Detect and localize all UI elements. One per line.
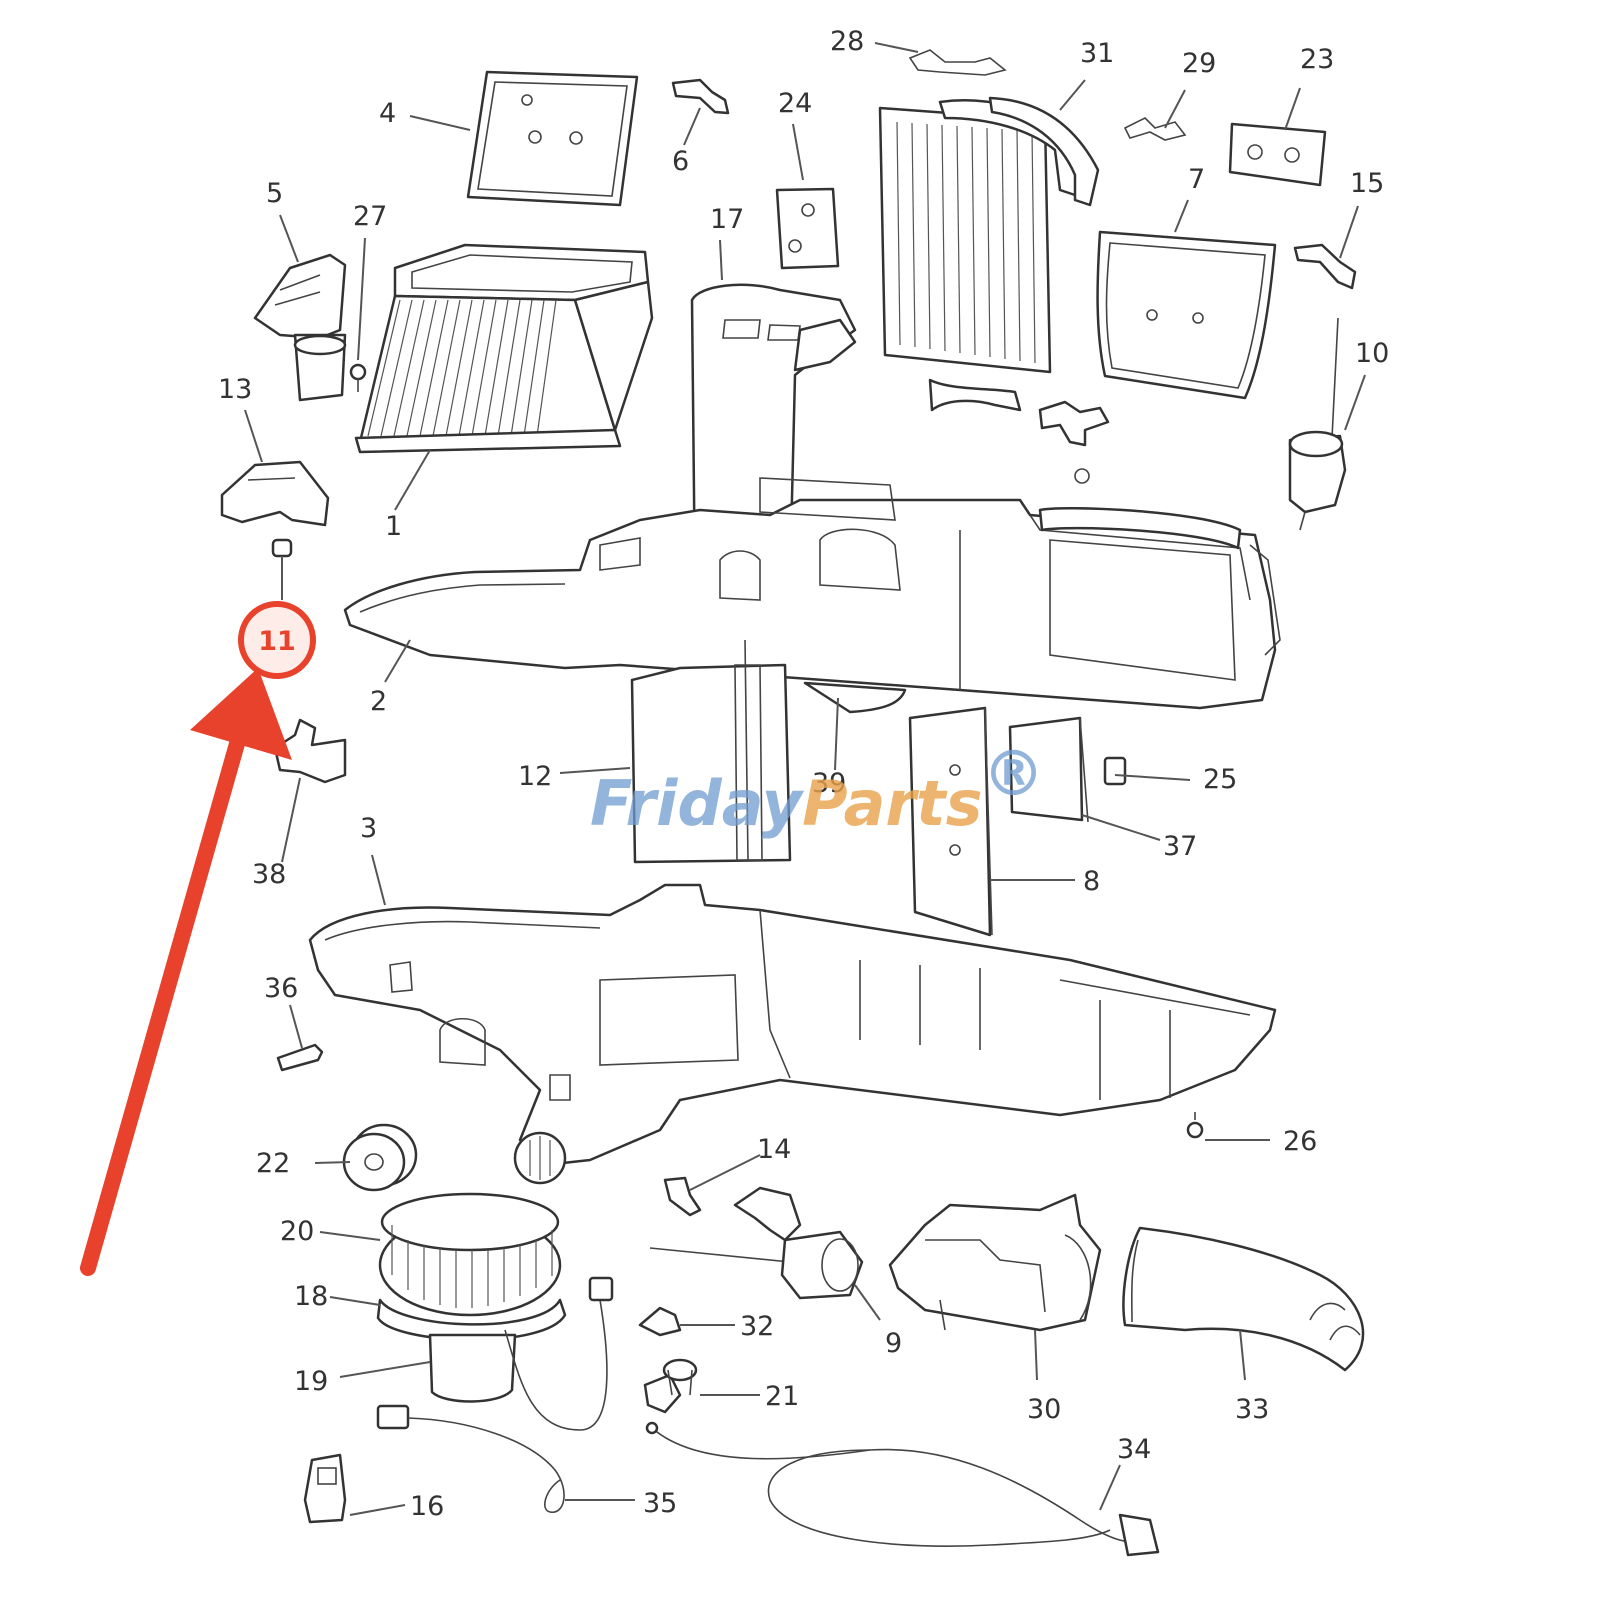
- callout-19: 19: [294, 1366, 328, 1397]
- callout-31: 31: [1080, 38, 1114, 69]
- callout-15: 15: [1350, 168, 1384, 199]
- callout-11: 11: [258, 626, 296, 657]
- part-2-upper-housing: [343, 477, 1281, 710]
- watermark-mark: ®: [983, 737, 1045, 810]
- callout-27: 27: [353, 201, 387, 232]
- callout-labels: 4 6 24 17 28 31 29 23 7 15 10 5 27 13 1 …: [218, 26, 1389, 1522]
- highlight-circle: [238, 601, 316, 679]
- callout-33: 33: [1235, 1394, 1269, 1425]
- part-31-heater-core: [878, 96, 1100, 412]
- part-16-switch: [303, 1453, 347, 1524]
- highlight-annotation: 11: [80, 601, 316, 1276]
- callout-24: 24: [778, 88, 812, 119]
- callout-21: 21: [765, 1381, 799, 1412]
- svg-text:FridayParts®: FridayParts®: [590, 737, 1045, 840]
- part-32-clip: [638, 1306, 682, 1337]
- callout-6: 6: [672, 146, 689, 177]
- watermark-brand-a: Friday: [590, 767, 805, 840]
- part-36-screw: [276, 1043, 324, 1072]
- watermark-brand-b: Parts: [802, 767, 982, 840]
- callout-38: 38: [252, 859, 286, 890]
- part-13-bracket: [220, 460, 330, 527]
- callout-8: 8: [1083, 866, 1100, 897]
- part-35-wire-harness: [376, 1404, 565, 1513]
- part-33-flex-duct: [1122, 1226, 1365, 1372]
- part-26-screw: [1186, 1112, 1204, 1139]
- part-14-clip: [663, 1176, 702, 1217]
- part-7-door-panel: [1038, 230, 1277, 484]
- callout-9: 9: [885, 1328, 902, 1359]
- part-9-actuator: [649, 1186, 864, 1300]
- part-23-pad: [1228, 122, 1327, 187]
- part-8-door-plate: [908, 706, 993, 937]
- part-6-clip: [671, 78, 730, 115]
- part-25-clip: [1103, 756, 1127, 786]
- callout-16: 16: [410, 1491, 444, 1522]
- callout-3: 3: [360, 813, 377, 844]
- part-28-clip: [908, 49, 1007, 76]
- part-1-evaporator: [354, 243, 654, 454]
- part-27-screw: [349, 363, 367, 392]
- callout-10: 10: [1355, 338, 1389, 369]
- callout-29: 29: [1182, 48, 1216, 79]
- part-38-bracket: [273, 718, 347, 784]
- callout-32: 32: [740, 1311, 774, 1342]
- part-15-clip: [1293, 243, 1357, 290]
- callout-7: 7: [1188, 164, 1205, 195]
- part-12-door: [630, 639, 792, 864]
- highlight-arrow-head: [190, 668, 292, 760]
- callout-5: 5: [266, 178, 283, 209]
- callout-25: 25: [1203, 764, 1237, 795]
- part-3-lower-housing: [308, 883, 1277, 1185]
- callout-18: 18: [294, 1281, 328, 1312]
- callout-37: 37: [1163, 831, 1197, 862]
- callout-35: 35: [643, 1488, 677, 1519]
- leader-lines: [244, 42, 1366, 1516]
- callout-4: 4: [379, 98, 396, 129]
- callout-34: 34: [1117, 1434, 1151, 1465]
- callout-1: 1: [385, 511, 402, 542]
- highlight-arrow-shaft: [80, 697, 256, 1276]
- part-10-actuator: [1288, 317, 1347, 531]
- callout-14: 14: [757, 1134, 791, 1165]
- part-24-pad: [775, 187, 840, 270]
- callout-23: 23: [1300, 44, 1334, 75]
- watermark: FridayParts®: [590, 737, 1045, 840]
- part-11-bulb: [271, 538, 293, 600]
- callout-12: 12: [518, 761, 552, 792]
- callout-2: 2: [370, 686, 387, 717]
- callout-36: 36: [264, 973, 298, 1004]
- callout-20: 20: [280, 1216, 314, 1247]
- callout-26: 26: [1283, 1126, 1317, 1157]
- part-30-duct: [888, 1193, 1102, 1332]
- part-22-resistor: [342, 1123, 418, 1192]
- callout-13: 13: [218, 374, 252, 405]
- callout-17: 17: [710, 204, 744, 235]
- part-29-clip: [1123, 117, 1187, 141]
- part-39-seal: [803, 681, 907, 714]
- part-5-motor-actuator: [253, 253, 347, 402]
- part-4-filter-panel: [466, 70, 639, 207]
- part-21-connector: [643, 1358, 698, 1414]
- callout-28: 28: [830, 26, 864, 57]
- part-34-wire-harness: [645, 1421, 1160, 1557]
- part-19-blower-motor: [376, 1276, 614, 1431]
- part-37-small-door: [1008, 716, 1089, 823]
- part-20-blower-wheel: [378, 1192, 562, 1317]
- callout-39: 39: [812, 768, 846, 799]
- callout-22: 22: [256, 1148, 290, 1179]
- callout-30: 30: [1027, 1394, 1061, 1425]
